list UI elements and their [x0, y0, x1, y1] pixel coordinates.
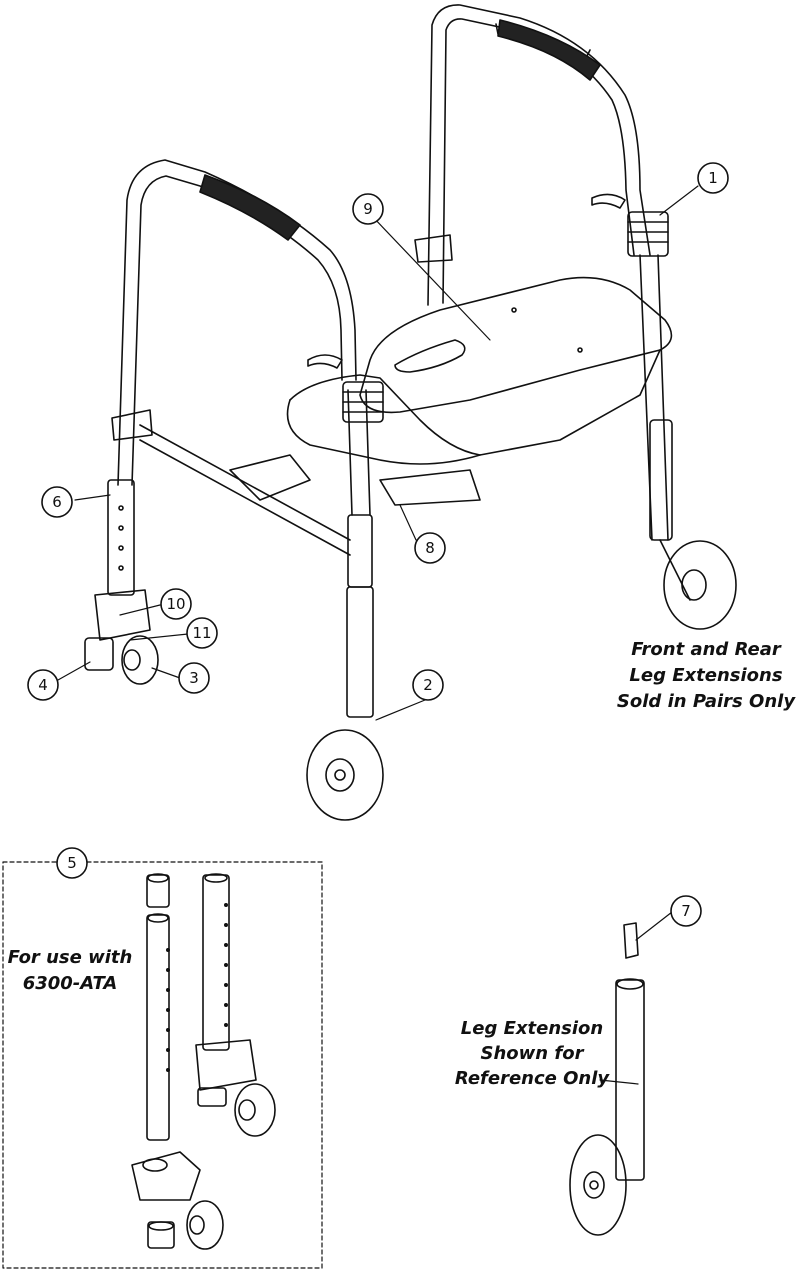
callout-8: 8 [414, 532, 446, 564]
note-pairs-line-2: Leg Extensions [629, 665, 783, 686]
callout-6: 6 [41, 486, 73, 518]
svg-text:6: 6 [52, 493, 62, 511]
kit-holes [166, 948, 170, 1072]
cross-bars [139, 424, 481, 556]
callout-10: 10 [160, 588, 192, 620]
svg-text:4: 4 [38, 676, 48, 694]
clamps [111, 193, 669, 441]
callout-7: 7 [670, 895, 702, 927]
svg-text:11: 11 [192, 624, 211, 642]
callout-11: 11 [186, 617, 218, 649]
front-frame [117, 159, 371, 516]
leader-lines [57, 185, 699, 1085]
svg-text:8: 8 [425, 539, 435, 557]
reference-leg [569, 922, 645, 1236]
note-pairs: Front and Rear Leg Extensions Sold in Pa… [612, 637, 800, 715]
note-pairs-line-1: Front and Rear [631, 639, 781, 660]
rear-frame [427, 4, 673, 541]
svg-text:2: 2 [423, 676, 433, 694]
note-reference-line-3: Reference Only [454, 1068, 610, 1089]
svg-text:3: 3 [189, 669, 199, 687]
kit-box [2, 861, 323, 1269]
svg-text:1: 1 [708, 169, 718, 187]
seat [286, 276, 673, 465]
svg-text:10: 10 [166, 595, 185, 613]
callout-2: 2 [412, 669, 444, 701]
note-reference-line-1: Leg Extension [460, 1018, 604, 1039]
callout-5: 5 [56, 847, 88, 879]
front-left-leg [84, 479, 159, 685]
note-kit: For use with 6300-ATA [5, 945, 135, 997]
svg-text:7: 7 [681, 902, 691, 920]
note-pairs-line-3: Sold in Pairs Only [616, 691, 796, 712]
note-kit-line-1: For use with [7, 947, 133, 968]
svg-text:9: 9 [363, 200, 373, 218]
front-right-lower-leg [306, 514, 384, 821]
note-reference-line-2: Shown for [480, 1043, 584, 1064]
note-reference: Leg Extension Shown for Reference Only [452, 1016, 612, 1091]
svg-text:5: 5 [67, 854, 77, 872]
callout-4: 4 [27, 669, 59, 701]
callout-1: 1 [697, 162, 729, 194]
callout-3: 3 [178, 662, 210, 694]
kit-parts [131, 873, 276, 1250]
rear-right-wheel [659, 539, 737, 630]
callout-9: 9 [352, 193, 384, 225]
note-kit-line-2: 6300-ATA [22, 973, 118, 994]
